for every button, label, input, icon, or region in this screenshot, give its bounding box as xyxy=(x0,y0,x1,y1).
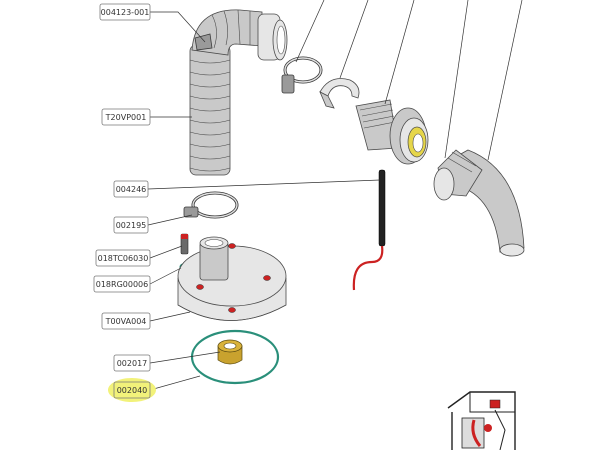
label-004246: 004246 xyxy=(113,180,149,198)
label-t00va004: T00VA004 xyxy=(101,312,151,330)
label-text: 002195 xyxy=(116,221,147,230)
label-text: 018TC06030 xyxy=(98,254,149,263)
large-o-ring[interactable] xyxy=(190,329,280,385)
corrugated-hose-elbow[interactable] xyxy=(189,9,288,176)
small-sensor-screw[interactable] xyxy=(180,233,189,255)
overview-thumbnail xyxy=(447,391,516,450)
brass-nut[interactable] xyxy=(217,339,243,365)
label-004123-001: 004123-001 xyxy=(99,3,151,21)
half-ring-collar[interactable] xyxy=(319,78,360,109)
label-002040-highlighted[interactable]: 002040 xyxy=(108,378,156,402)
label-018rg00006: 018RG00006 xyxy=(93,275,151,293)
flange-base[interactable] xyxy=(177,236,287,321)
label-text: 004123-001 xyxy=(101,8,150,17)
label-018tc06030: 018TC06030 xyxy=(95,249,151,267)
label-002195: 002195 xyxy=(113,216,149,234)
hose-clamp-lower[interactable] xyxy=(183,191,239,219)
label-t20vp001: T20VP001 xyxy=(101,108,151,126)
label-text: 002040 xyxy=(117,386,148,395)
hose-clamp-upper[interactable] xyxy=(281,56,323,94)
label-text: T20VP001 xyxy=(105,113,147,122)
label-text: 018RG00006 xyxy=(96,280,148,289)
label-002017: 002017 xyxy=(113,354,151,372)
curved-spout-pipe[interactable] xyxy=(433,149,525,257)
threaded-fitting[interactable] xyxy=(355,99,429,165)
leader-lines xyxy=(147,0,523,391)
temperature-probe[interactable] xyxy=(352,169,386,291)
label-text: T00VA004 xyxy=(105,317,147,326)
label-text: 002017 xyxy=(117,359,148,368)
label-text: 004246 xyxy=(116,185,147,194)
